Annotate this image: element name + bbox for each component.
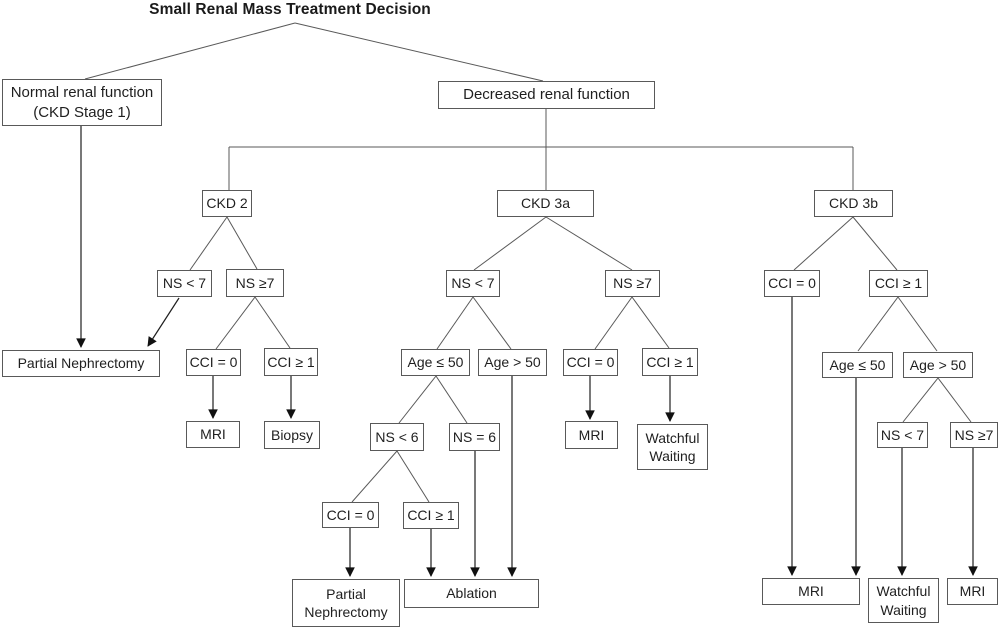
- node-ckd3a-mri: MRI: [565, 421, 618, 449]
- node-ckd3b-ns-lt-7: NS < 7: [877, 422, 928, 448]
- node-ckd3b-cci-ge-1: CCI ≥ 1: [869, 270, 928, 297]
- node-ablation: Ablation: [404, 579, 539, 608]
- node-ckd-3b: CKD 3b: [814, 190, 893, 217]
- node-ns-eq-6: NS = 6: [449, 423, 500, 451]
- node-ckd3b-age-le-50: Age ≤ 50: [822, 352, 893, 378]
- node-ns-lt6-cci-0: CCI = 0: [322, 502, 379, 528]
- node-ckd3a-watchful-waiting: Watchful Waiting: [637, 424, 708, 470]
- node-ckd3a-age-gt-50: Age > 50: [478, 349, 547, 376]
- node-ckd2-mri: MRI: [186, 421, 240, 448]
- node-ns-lt6-cci-ge-1: CCI ≥ 1: [403, 502, 459, 529]
- node-ckd2-cci-0: CCI = 0: [186, 349, 241, 376]
- node-ckd3a-ns-ge-7: NS ≥7: [605, 270, 660, 297]
- node-ckd3a-cci-0: CCI = 0: [563, 349, 618, 376]
- node-biopsy: Biopsy: [264, 421, 320, 449]
- split-edges: [84, 22, 972, 503]
- arrow-edges: [76, 126, 978, 577]
- node-ckd3a-ns-lt-7: NS < 7: [446, 270, 500, 297]
- node-partial-nephrectomy-bottom: Partial Nephrectomy: [292, 579, 400, 627]
- node-ckd2-ns-lt-7: NS < 7: [157, 270, 212, 297]
- node-ckd2-cci-ge-1: CCI ≥ 1: [264, 348, 318, 376]
- node-decreased-renal-function: Decreased renal function: [438, 81, 655, 109]
- node-normal-renal-function: Normal renal function (CKD Stage 1): [2, 79, 162, 126]
- node-ckd-3a: CKD 3a: [497, 190, 594, 217]
- node-partial-nephrectomy: Partial Nephrectomy: [2, 350, 160, 377]
- node-ckd3b-mri-left: MRI: [762, 578, 860, 605]
- node-ckd3b-ns-ge-7: NS ≥7: [950, 422, 998, 448]
- diagram-title: Small Renal Mass Treatment Decision: [149, 1, 431, 18]
- node-ckd3a-age-le-50: Age ≤ 50: [401, 349, 470, 376]
- node-ns-lt-6: NS < 6: [370, 423, 424, 451]
- node-ckd3b-age-gt-50: Age > 50: [903, 352, 973, 378]
- node-ckd3b-mri-right: MRI: [947, 578, 998, 605]
- node-ckd3b-watchful-waiting: Watchful Waiting: [868, 578, 939, 623]
- node-ckd3a-cci-ge-1: CCI ≥ 1: [642, 348, 698, 376]
- node-ckd2-ns-ge-7: NS ≥7: [226, 269, 284, 297]
- node-ckd-2: CKD 2: [202, 190, 252, 217]
- node-ckd3b-cci-0: CCI = 0: [764, 270, 820, 297]
